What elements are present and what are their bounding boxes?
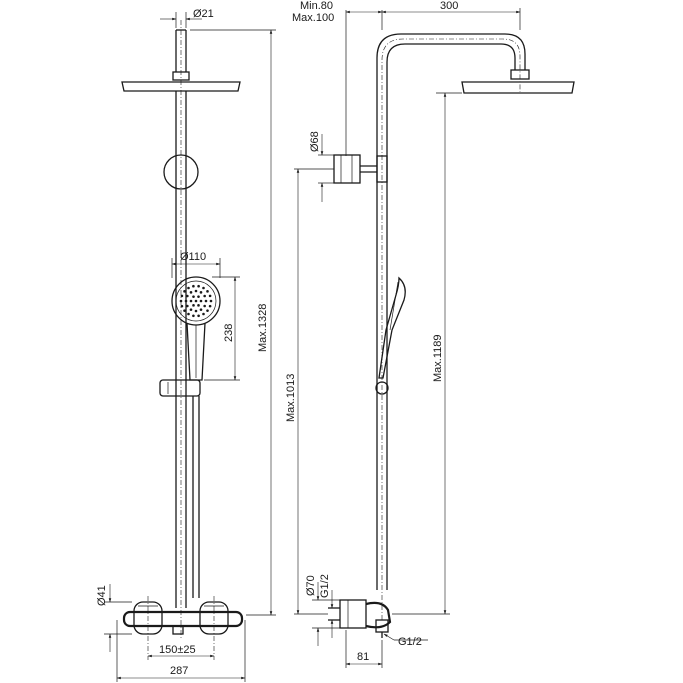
spray-nozzle (184, 299, 188, 303)
dim-hand-shower-diameter: Ø110 (180, 251, 206, 263)
thermostatic-valve-front (122, 601, 244, 635)
spray-nozzle (203, 304, 206, 308)
spray-nozzle (194, 289, 198, 293)
hand-shower-side (375, 276, 406, 395)
head-shower-side (461, 81, 575, 94)
slide-holder-front (159, 379, 201, 397)
spray-nozzle (206, 309, 209, 312)
dim-valve-depth: 81 (357, 651, 369, 663)
spray-nozzle (192, 284, 195, 288)
dim-height-1013: Max.1013 (285, 374, 297, 422)
dim-overall-height: Max.1328 (257, 304, 269, 352)
spray-nozzle (197, 304, 200, 307)
dim-inlet-centres: 150±25 (159, 644, 196, 656)
spray-nozzle (208, 304, 212, 308)
spray-nozzle (199, 291, 203, 294)
dim-height-1189: Max.1189 (432, 335, 444, 383)
dim-valve-width: 287 (170, 665, 188, 677)
dim-inlet-diameter: Ø70 (305, 575, 317, 596)
spray-nozzle (187, 312, 190, 316)
wall-bracket-front (163, 154, 199, 190)
spray-nozzle (197, 295, 200, 298)
spray-nozzle (199, 299, 203, 303)
spray-nozzle (192, 314, 195, 318)
spray-nozzle (192, 304, 195, 307)
dim-valve-diameter: Ø41 (96, 585, 108, 606)
spray-nozzle (194, 299, 198, 303)
spray-nozzle (202, 312, 205, 316)
spray-nozzle (180, 304, 184, 308)
spray-nozzle (189, 291, 193, 294)
spray-nozzle (187, 286, 190, 290)
hand-shower-front (171, 276, 221, 381)
spray-nozzle (180, 294, 184, 298)
spray-nozzle (179, 299, 183, 303)
dim-hand-shower-length: 238 (223, 324, 235, 342)
spray-nozzle (183, 309, 186, 312)
spray-nozzle (206, 290, 209, 293)
spray-nozzle (204, 299, 208, 303)
spray-nozzle (203, 294, 206, 298)
spray-nozzle (208, 294, 212, 298)
spray-nozzle (183, 290, 186, 293)
spray-nozzle (189, 308, 193, 311)
head-shower-front (121, 81, 241, 92)
dim-inlet-thread: G1/2 (319, 574, 331, 598)
spray-nozzle (197, 314, 200, 318)
spray-nozzle (202, 286, 205, 290)
front-view: Ø21 Ø110 238 Max.1328 Ø41 150±25 287 (96, 8, 276, 682)
spray-nozzle (192, 295, 195, 298)
dim-pipe-diameter: Ø21 (193, 8, 214, 20)
spray-nozzle (199, 308, 203, 311)
wall-bracket-side (333, 154, 388, 184)
spray-nozzle (186, 304, 189, 308)
side-view: Min.80 Max.100 300 Ø68 Max.1013 Max.1189… (285, 0, 575, 668)
dim-wall-distance-min: Min.80 (300, 0, 333, 12)
thermostatic-valve-side (328, 599, 392, 638)
spray-nozzle (186, 294, 189, 298)
dim-arm-reach: 300 (440, 0, 458, 12)
spray-nozzle (209, 299, 213, 303)
spray-nozzle (197, 284, 200, 288)
dim-outlet-thread: G1/2 (398, 636, 422, 648)
spray-nozzle (189, 299, 193, 303)
spray-nozzle (194, 309, 198, 313)
dim-bracket-diameter: Ø68 (309, 131, 321, 152)
dim-wall-distance-max: Max.100 (292, 12, 334, 24)
